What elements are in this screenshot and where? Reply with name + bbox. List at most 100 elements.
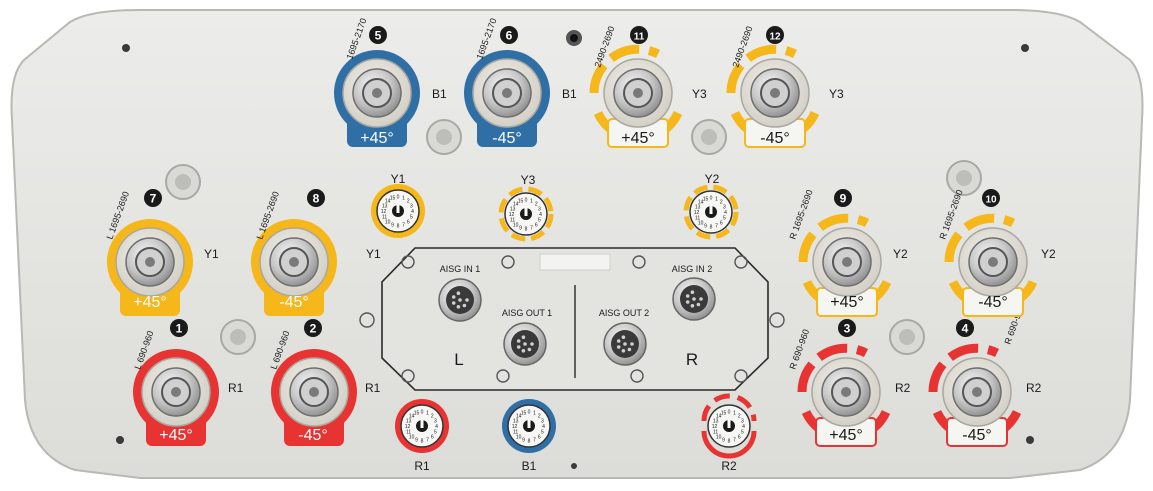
ret-dial-digit: 9: [704, 223, 707, 229]
ret-knob-slot: [527, 420, 531, 428]
ret-dial-digit: 0: [710, 196, 713, 202]
ret-dial-digit: 10: [409, 434, 415, 440]
port-number: 5: [375, 29, 382, 43]
port-number-badge: [369, 26, 387, 44]
ret-dial-digit: 3: [723, 205, 726, 211]
aisg-pin: [458, 298, 462, 302]
port-number: 10: [985, 195, 997, 206]
ret-dial-digit: 0: [421, 410, 424, 416]
ret-dial-digit: 1: [426, 411, 429, 417]
port-angle-label: -45°: [962, 427, 992, 444]
port-angle-label: -45°: [298, 427, 328, 444]
ret-dial-digit: 11: [713, 430, 718, 436]
port-number-badge: [170, 319, 188, 337]
ret-dial-digit: 8: [710, 225, 713, 231]
ret-dial-digit: 9: [519, 225, 522, 231]
ret-dial-digit: 6: [407, 219, 410, 225]
ret-dial-digit: 15: [521, 411, 527, 417]
ret-dial-digit: 9: [391, 222, 394, 228]
ret-dial-digit: 6: [535, 222, 538, 228]
port-pin: [842, 257, 852, 267]
port-angle-label: +45°: [133, 294, 167, 311]
port-color-arc: [797, 343, 869, 393]
aisg-in-2[interactable]: AISG IN 2: [672, 264, 716, 321]
aisg-side-right: R: [686, 350, 698, 369]
aisg-out-2[interactable]: AISG OUT 2: [599, 308, 649, 366]
ret-dial-digit: 0: [525, 198, 528, 204]
aisg-out-1[interactable]: AISG OUT 1: [502, 308, 552, 366]
ret-dial-digit: 10: [516, 434, 522, 440]
ret-dial-digit: 11: [695, 216, 700, 222]
ret-dial-digit: 14: [513, 202, 519, 208]
ret-dial-digit: 13: [382, 204, 388, 210]
port-number: 7: [150, 192, 157, 206]
ret-dial-digit: 15: [721, 411, 727, 417]
ret-dial-digit: 5: [741, 430, 744, 436]
aisg-pin: [692, 297, 696, 301]
port-side-label: B1: [562, 87, 577, 101]
port-color-arc: [944, 213, 1016, 263]
ret-dial-digit: 0: [528, 410, 531, 416]
aisg-pin: [523, 342, 527, 346]
ret-dial-digit: 5: [434, 430, 437, 436]
aisg-pin: [521, 335, 526, 340]
aisg-pin: [456, 291, 461, 296]
port-color-arc: [798, 213, 870, 263]
ret-dial-digit: 9: [522, 437, 525, 443]
aisg-pin: [456, 305, 461, 309]
port-number-badge: [630, 26, 648, 44]
port-pin: [372, 88, 382, 98]
aisg-pin: [690, 304, 695, 308]
ret-dial-digit: 8: [525, 227, 528, 233]
ret-dial-digit: 8: [528, 439, 531, 445]
ret-dial-digit: 13: [510, 207, 516, 213]
port-angle-label: +45°: [830, 294, 864, 311]
ret-dial-digit: 4: [539, 212, 542, 218]
ret-dial-digit: 14: [716, 414, 722, 420]
ret-dial-digit: 5: [410, 215, 413, 221]
ret-dial-digit: 13: [695, 205, 701, 211]
ret-knob-slot: [709, 206, 713, 214]
aisg-pin: [623, 342, 627, 346]
port-angle-label: +45°: [829, 427, 863, 444]
port-number-badge: [834, 189, 852, 207]
ret-dial-digit: 12: [381, 209, 387, 215]
aisg-side-left: L: [454, 350, 463, 369]
ret-dial-digit: 14: [698, 200, 704, 206]
port-side-label: Y2: [1041, 247, 1056, 261]
port-number: 2: [310, 322, 317, 336]
aisg-in-1[interactable]: AISG IN 1: [438, 264, 482, 322]
port-number-badge: [304, 319, 322, 337]
ret-dial-digit: 11: [382, 215, 387, 221]
ret-dial-digit: 4: [435, 424, 438, 430]
ret-dial-digit: 3: [538, 207, 541, 213]
port-number-badge: [838, 319, 856, 337]
ret-dial-digit: 7: [715, 223, 718, 229]
ret-dial-digit: 10: [716, 434, 722, 440]
port-side-label: Y3: [692, 87, 707, 101]
port-side-label: R2: [1026, 381, 1042, 395]
port-angle-label: -45°: [760, 130, 790, 147]
port-pin: [502, 88, 512, 98]
ret-dial-digit: 4: [742, 424, 745, 430]
ret-label: R2: [721, 459, 737, 473]
ret-dial-digit: 4: [411, 209, 414, 215]
ret-dial-digit: 1: [530, 199, 533, 205]
